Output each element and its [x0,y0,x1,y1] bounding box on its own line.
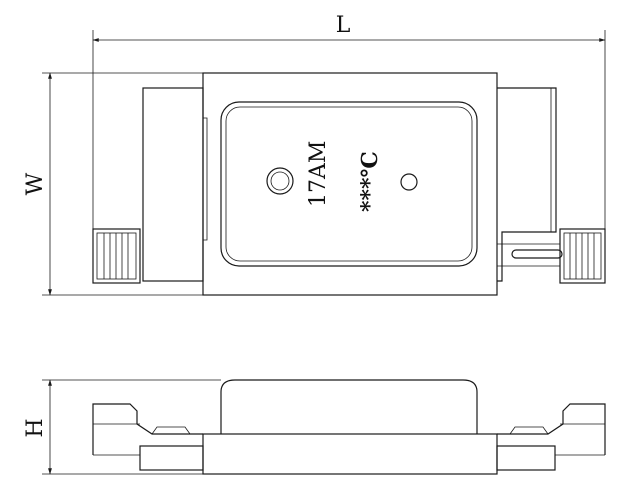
dimension-height: H [23,379,221,475]
temperature-text: ***℃ [357,151,383,212]
terminal-slot [511,249,563,259]
right-terminal-plate [497,87,557,282]
dimension-width: W [23,72,203,296]
side-view [92,379,606,475]
right-connector [559,228,606,284]
side-cap [220,379,478,434]
dimension-length: L [92,13,606,229]
current-rating-text: 17AM [306,141,331,207]
height-label: H [23,418,48,437]
left-terminal-plate [142,87,204,282]
top-view: 17AM ***℃ [92,72,606,296]
main-body [202,72,498,296]
side-base [202,433,498,475]
length-label: L [336,13,351,38]
left-connector [92,228,141,284]
width-label: W [23,172,48,195]
small-hole [400,173,418,191]
cap-outline [220,101,478,267]
vent-circle [266,167,294,195]
